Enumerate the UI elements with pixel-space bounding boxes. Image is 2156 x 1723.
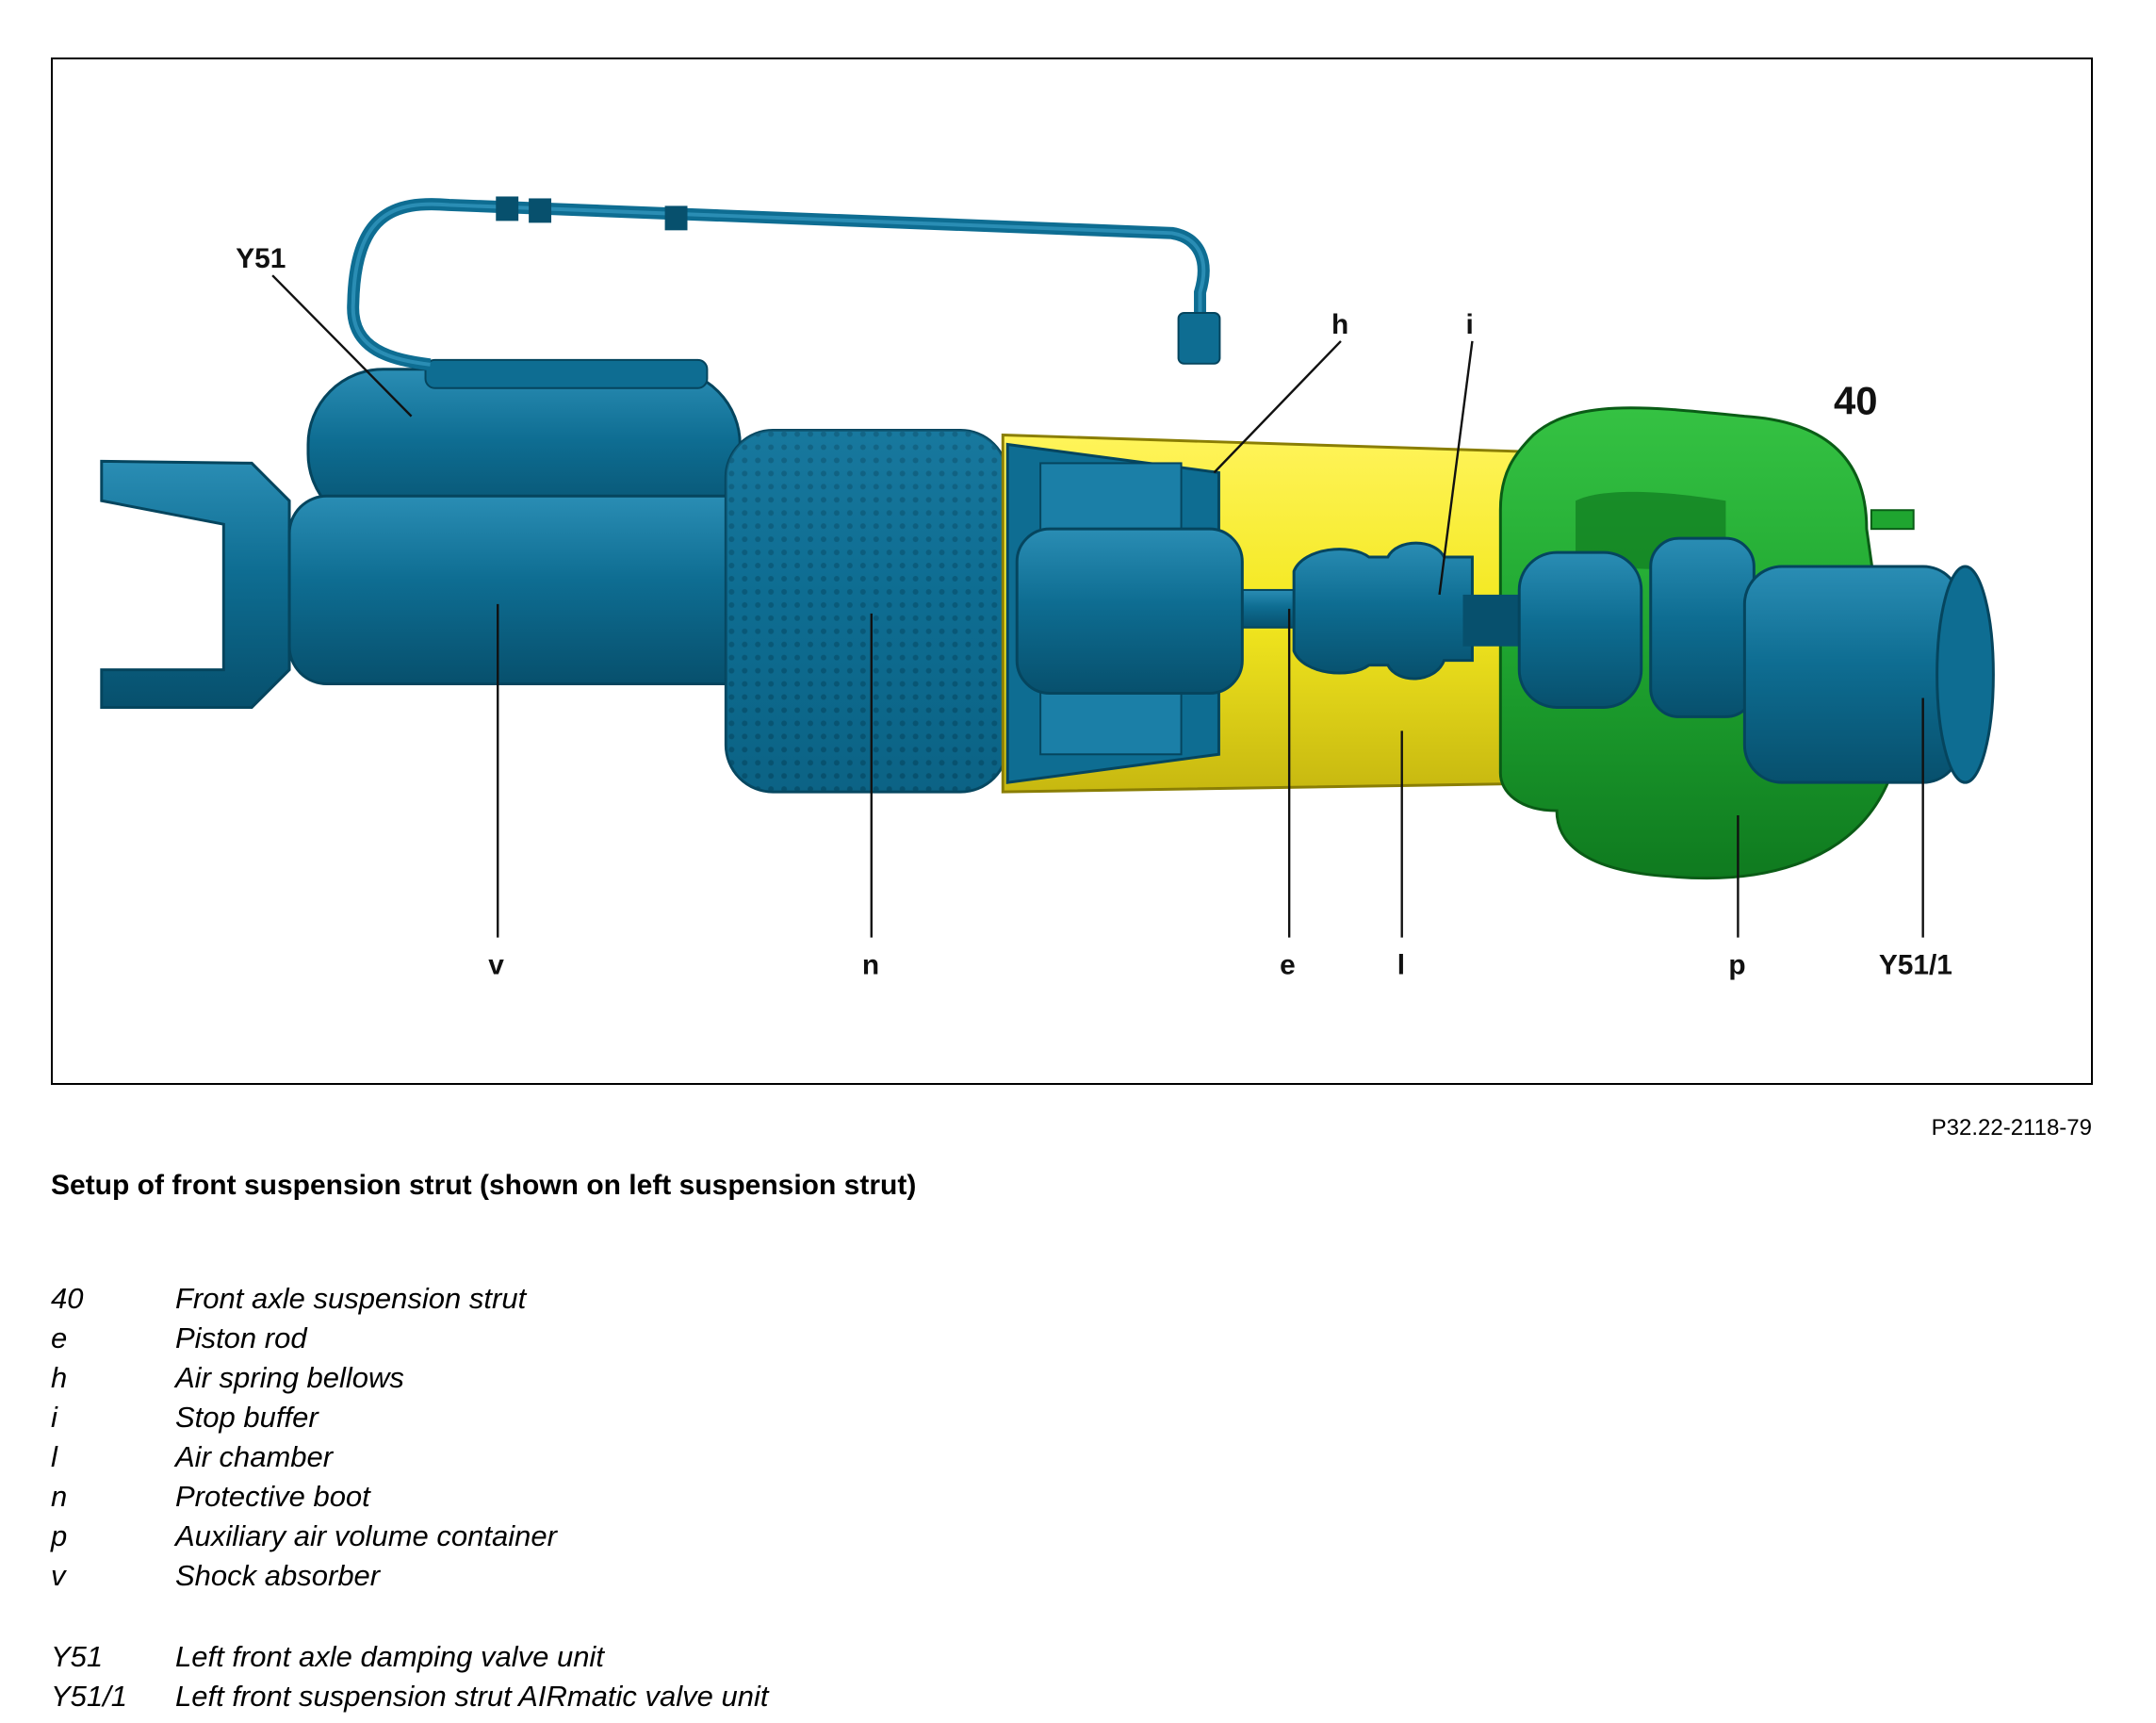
legend-label: Protective boot xyxy=(175,1480,370,1513)
legend-item: Y51/1 Left front suspension strut AIRmati… xyxy=(51,1677,1087,1716)
legend-key: n xyxy=(51,1480,68,1513)
callout-n: n xyxy=(862,949,879,980)
legend-key: Y51 xyxy=(51,1640,104,1673)
callout-h: h xyxy=(1331,309,1348,340)
callout-e: e xyxy=(1280,949,1296,980)
figure-frame: Y51 h i 40 v n e l p Y51/1 xyxy=(51,57,2093,1085)
legend-key: e xyxy=(51,1321,68,1354)
legend-item: i Stop buffer xyxy=(51,1398,1087,1437)
callout-i: i xyxy=(1465,309,1473,340)
legend-item: e Piston rod xyxy=(51,1319,1087,1358)
figure-code: P32.22-2118-79 xyxy=(1931,1115,2092,1140)
legend-item: 40 Front axle suspension strut xyxy=(51,1279,1087,1319)
legend-key: Y51/1 xyxy=(51,1680,128,1713)
callout-40: 40 xyxy=(1834,379,1878,423)
leader-i xyxy=(1438,340,1474,596)
legend-item: n Protective boot xyxy=(51,1477,1087,1517)
callout-l: l xyxy=(1397,949,1405,980)
legend-label: Piston rod xyxy=(175,1321,307,1354)
legend-list: 40 Front axle suspension strut e Piston ro… xyxy=(51,1279,1087,1596)
legend-item: v Shock absorber xyxy=(51,1556,1087,1596)
airmatic-valve-unit-y51-1 xyxy=(1742,565,1963,784)
suspension-strut-illustration: Y51 h i 40 v n e l p Y51/1 xyxy=(100,196,1995,980)
callout-y51: Y51 xyxy=(236,243,286,274)
legend-item: h Air spring bellows xyxy=(51,1358,1087,1398)
legend-key: 40 xyxy=(51,1282,84,1315)
legend-key: i xyxy=(51,1401,57,1434)
legend-item: l Air chamber xyxy=(51,1437,1087,1477)
legend-label: Shock absorber xyxy=(175,1559,381,1592)
legend-item: Y51 Left front axle damping valve unit xyxy=(51,1637,1087,1677)
legend-label: Left front axle damping valve unit xyxy=(175,1640,604,1673)
legend-label: Auxiliary air volume container xyxy=(175,1519,557,1552)
legend-label: Air chamber xyxy=(175,1440,334,1473)
legend-valves-list: Y51 Left front axle damping valve unit Y5… xyxy=(51,1637,1087,1716)
legend-key: l xyxy=(51,1440,57,1473)
legend-key: v xyxy=(51,1559,66,1592)
legend-key: p xyxy=(51,1519,68,1552)
callout-y51-1: Y51/1 xyxy=(1879,949,1952,980)
mounting-fork xyxy=(100,459,291,709)
legend-label: Left front suspension strut AIRmatic val… xyxy=(175,1680,769,1713)
legend-label: Air spring bellows xyxy=(175,1361,404,1394)
legend-item: p Auxiliary air volume container xyxy=(51,1517,1087,1556)
legend-label: Front axle suspension strut xyxy=(175,1282,527,1315)
caption-title: Setup of front suspension strut (shown o… xyxy=(51,1170,917,1201)
legend-label: Stop buffer xyxy=(175,1401,318,1434)
leader-h xyxy=(1213,340,1342,474)
leader-y51 xyxy=(271,274,413,418)
callout-p: p xyxy=(1728,949,1745,980)
callout-v: v xyxy=(488,949,504,980)
stop-buffer xyxy=(1292,541,1474,681)
legend-key: h xyxy=(51,1361,68,1394)
